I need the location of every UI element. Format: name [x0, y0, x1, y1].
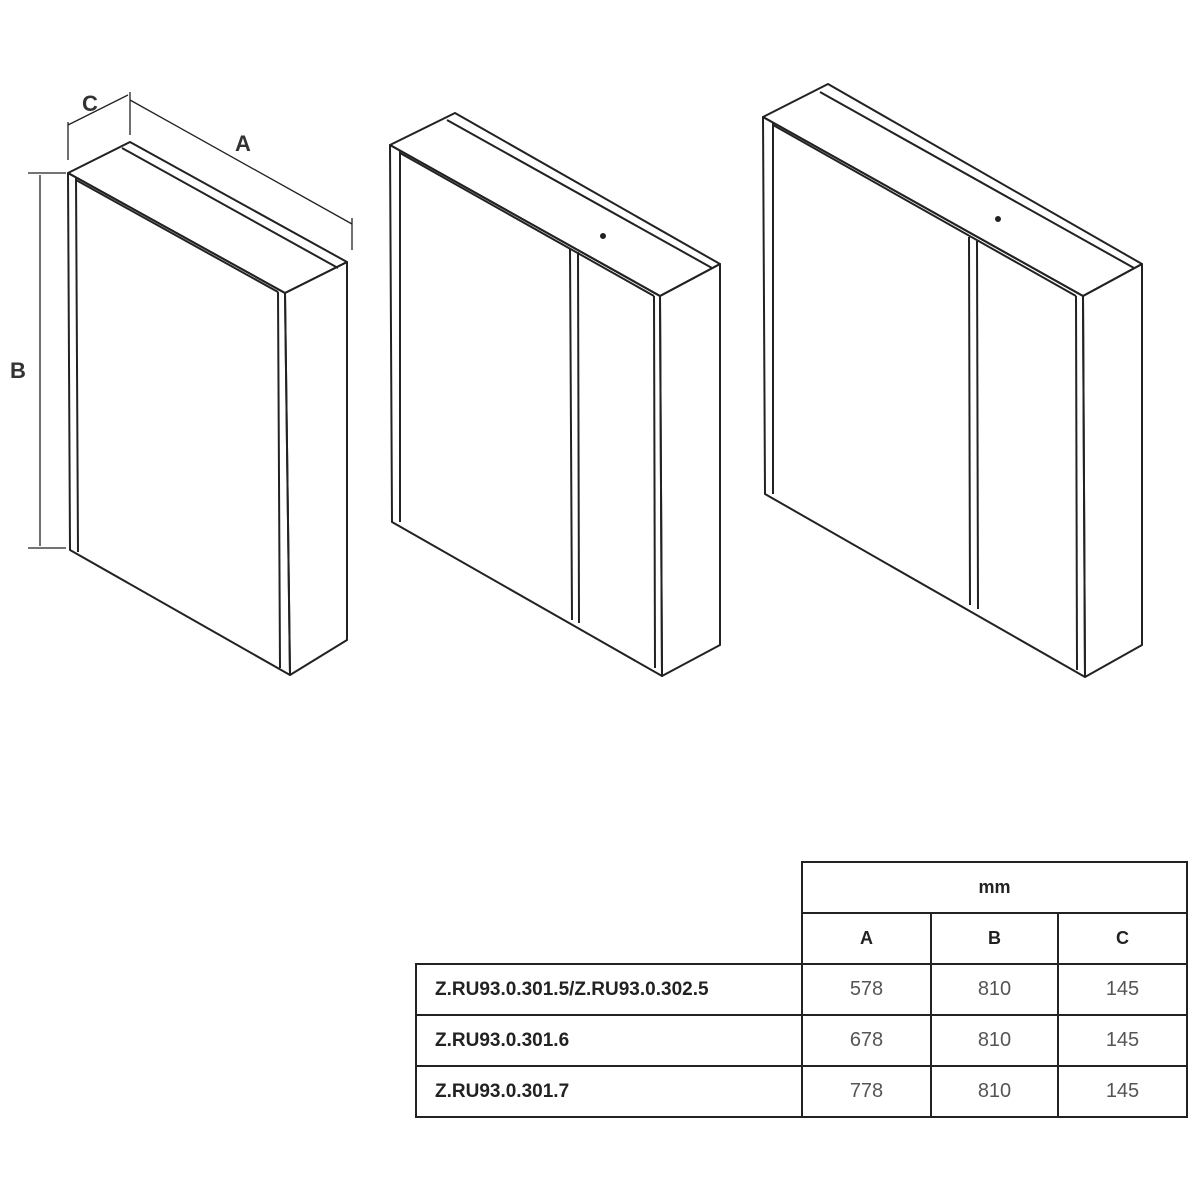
value-c: 145 — [1057, 963, 1188, 1016]
value-b: 810 — [930, 963, 1059, 1016]
value-c: 145 — [1057, 1014, 1188, 1067]
value-a: 678 — [801, 1014, 932, 1067]
column-header-c: C — [1057, 912, 1188, 965]
cabinet-single-door — [67, 141, 348, 676]
table-row: Z.RU93.0.301.7 778 810 145 — [415, 1065, 1188, 1118]
table-row: Z.RU93.0.301.6 678 810 145 — [415, 1014, 1188, 1067]
value-b: 810 — [930, 1065, 1059, 1118]
model-cell: Z.RU93.0.301.5/Z.RU93.0.302.5 — [415, 963, 803, 1016]
cabinet-two-door-medium — [389, 112, 721, 677]
value-a: 778 — [801, 1065, 932, 1118]
column-header-b: B — [930, 912, 1059, 965]
model-cell: Z.RU93.0.301.7 — [415, 1065, 803, 1118]
value-b: 810 — [930, 1014, 1059, 1067]
unit-header: mm — [801, 861, 1188, 914]
dimension-a-label: A — [235, 131, 251, 156]
cabinet-two-door-large — [762, 83, 1143, 678]
dimensions-table: mm A B C Z.RU93.0.301.5/Z.RU93.0.302.5 5… — [415, 861, 1188, 1118]
cabinet-drawings: C A B — [10, 83, 1143, 678]
table-row: Z.RU93.0.301.5/Z.RU93.0.302.5 578 810 14… — [415, 963, 1188, 1016]
value-a: 578 — [801, 963, 932, 1016]
dimension-lines: C A B — [10, 91, 353, 549]
column-header-a: A — [801, 912, 932, 965]
model-cell: Z.RU93.0.301.6 — [415, 1014, 803, 1067]
value-c: 145 — [1057, 1065, 1188, 1118]
dimension-b-label: B — [10, 358, 26, 383]
dimension-c-label: C — [82, 91, 98, 116]
